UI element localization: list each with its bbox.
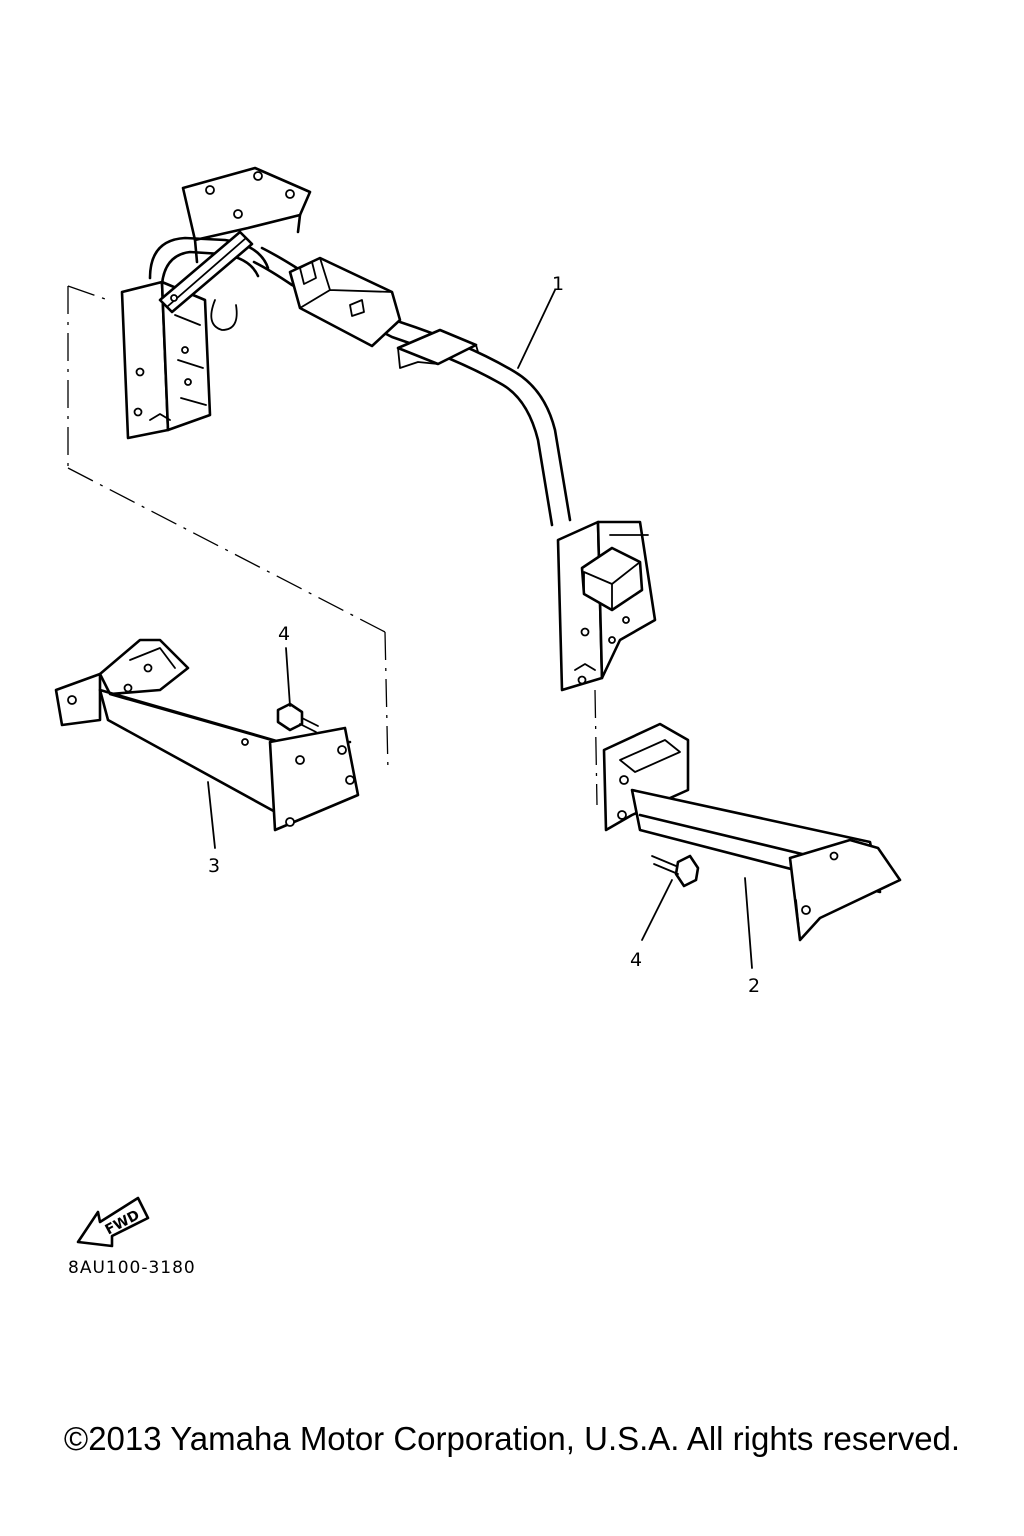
- part-1-frame-bar: [120, 166, 657, 692]
- callout-4-left: 4: [278, 623, 291, 707]
- copyright-notice: ©2013 Yamaha Motor Corporation, U.S.A. A…: [63, 1420, 961, 1457]
- assembly-guide-lines: [67, 285, 598, 806]
- callout-number: 1: [552, 273, 564, 295]
- part-code: 8AU100-3180: [68, 1258, 196, 1278]
- callout-number: 3: [208, 855, 220, 877]
- part-4-bolt-right: [651, 854, 700, 888]
- callout-number: 4: [630, 949, 642, 971]
- part-2-right-bracket: [602, 722, 902, 942]
- callout-2: 2: [744, 877, 760, 997]
- part-3-left-bracket: [54, 638, 360, 832]
- callout-1: 1: [517, 273, 564, 369]
- fwd-arrow-icon: FWD: [76, 1196, 150, 1248]
- part-4-bolt-left: [276, 702, 319, 733]
- callout-number: 2: [748, 975, 760, 997]
- callout-4-right: 4: [630, 879, 673, 971]
- callout-3: 3: [207, 781, 220, 877]
- callout-number: 4: [278, 623, 290, 645]
